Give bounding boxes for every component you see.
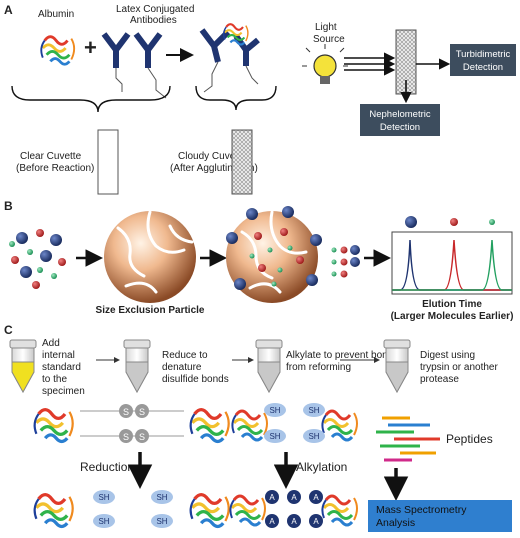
ms-label-line1: Mass Spectrometry (376, 504, 467, 516)
disulfide-protein-pair: S S S S (32, 404, 231, 444)
step4-line3: protease (420, 374, 459, 385)
nephelometric-label-line1: Nephelometric (369, 109, 430, 120)
peptides-label: Peptides (446, 432, 493, 446)
antibody-y-icon-2 (133, 32, 167, 99)
reduced-protein-pair: SH SH SH SH (32, 490, 231, 529)
sulfur-label-3: S (123, 432, 129, 442)
peak-small (392, 239, 512, 291)
step1-line2: internal (42, 350, 75, 361)
chromatogram (391, 216, 513, 295)
reduction-label: Reduction (80, 460, 134, 474)
particle-label: Size Exclusion Particle (96, 305, 205, 316)
tube-alkylate (255, 339, 283, 394)
alkyl-label-6: A (313, 517, 319, 526)
thiol-label-6: SH (308, 406, 319, 415)
alkyl-label-2: A (291, 493, 297, 502)
step4-line1: Digest using (420, 350, 475, 361)
thiol-label-1: SH (98, 493, 109, 502)
step1-line1: Add (42, 338, 60, 349)
panel-a-label: A (4, 3, 13, 17)
sulfur-label-4: S (139, 432, 145, 442)
step1-line4: to the (42, 374, 67, 385)
step1-line5: specimen (42, 386, 85, 397)
antibodies-label-line2: Antibodies (130, 15, 177, 26)
cloudy-cuvette-label-line1: Cloudy Cuvette (178, 151, 247, 162)
tube-reduce (123, 339, 151, 394)
panel-b-label: B (4, 199, 13, 213)
step2-line2: denature (162, 362, 202, 373)
nephelometric-label-line2: Detection (380, 122, 420, 133)
turbidimetric-detection-box (450, 44, 516, 76)
clear-cuvette-label-line1: Clear Cuvette (20, 151, 82, 162)
alkyl-label-4: A (269, 517, 275, 526)
light-source-label-line2: Source (313, 34, 345, 45)
clear-cuvette (97, 129, 119, 195)
panel-c-label: C (4, 323, 13, 337)
cloudy-cuvette (231, 129, 253, 195)
clear-cuvette-label-line2: (Before Reaction) (16, 163, 94, 174)
thiol-label-2: SH (156, 493, 167, 502)
turbidimetric-label-line2: Detection (463, 62, 503, 73)
step2-line1: Reduce to (162, 350, 208, 361)
nephelometric-detection-box (360, 104, 440, 136)
alkyl-label-1: A (269, 493, 275, 502)
tube-with-standard (9, 339, 37, 394)
brace-before-reaction (11, 85, 171, 113)
thiol-label-4: SH (156, 517, 167, 526)
peptide-fragments-icon (376, 416, 440, 462)
small-molecule-marker (489, 219, 495, 225)
thiol-protein-pair: SH SH SH SH (230, 403, 359, 443)
thiol-label-8: SH (308, 432, 319, 441)
mass-spectrometry-box (368, 500, 512, 532)
ms-label-line2: Analysis (376, 517, 415, 529)
antibodies-label-line1: Latex Conjugated (116, 4, 194, 15)
elution-label-line2: (Larger Molecules Earlier) (391, 311, 514, 322)
separated-molecules (331, 245, 360, 278)
light-beam-arrows (344, 52, 396, 76)
step3-line2: from reforming (286, 362, 351, 373)
cloudy-cuvette-label-line2: (After Agglutination) (170, 163, 258, 174)
elution-label-line1: Elution Time (422, 299, 482, 310)
albumin-protein-icon (39, 35, 76, 66)
mixed-molecules-cluster (9, 229, 66, 289)
step2-line3: disulfide bonds (162, 374, 229, 385)
step4-line2: trypsin or another (420, 362, 498, 373)
alkyl-label-5: A (291, 517, 297, 526)
alkyl-label-3: A (313, 493, 319, 502)
tube-digest (383, 339, 411, 394)
light-source-label-line1: Light (315, 22, 337, 33)
loaded-particle (226, 206, 322, 303)
brace-after-reaction (195, 85, 277, 111)
peak-medium (392, 239, 512, 291)
thiol-label-5: SH (269, 406, 280, 415)
alkylation-label: Alkylation (296, 460, 347, 474)
antibody-y-icon-1 (101, 32, 131, 92)
thiol-label-3: SH (98, 517, 109, 526)
light-bulb-icon (302, 44, 348, 84)
agglutination-complex-icon (199, 23, 260, 93)
step1-text: Add internal standard to the specimen (42, 338, 85, 397)
turbidimetric-label-line1: Turbidimetric (456, 49, 511, 60)
sulfur-label-1: S (123, 407, 129, 417)
medium-molecule-marker (450, 218, 458, 226)
sulfur-label-2: S (139, 407, 145, 417)
albumin-label: Albumin (38, 9, 74, 20)
plus-sign: + (84, 35, 97, 60)
large-molecule-marker (405, 216, 417, 228)
step1-line3: standard (42, 362, 81, 373)
peak-large (392, 239, 512, 291)
size-exclusion-particle (104, 210, 196, 303)
step3-line1: Alkylate to prevent bonds (286, 350, 398, 361)
alkylated-protein-pair: A A A A A A (228, 490, 359, 528)
thiol-label-7: SH (269, 432, 280, 441)
